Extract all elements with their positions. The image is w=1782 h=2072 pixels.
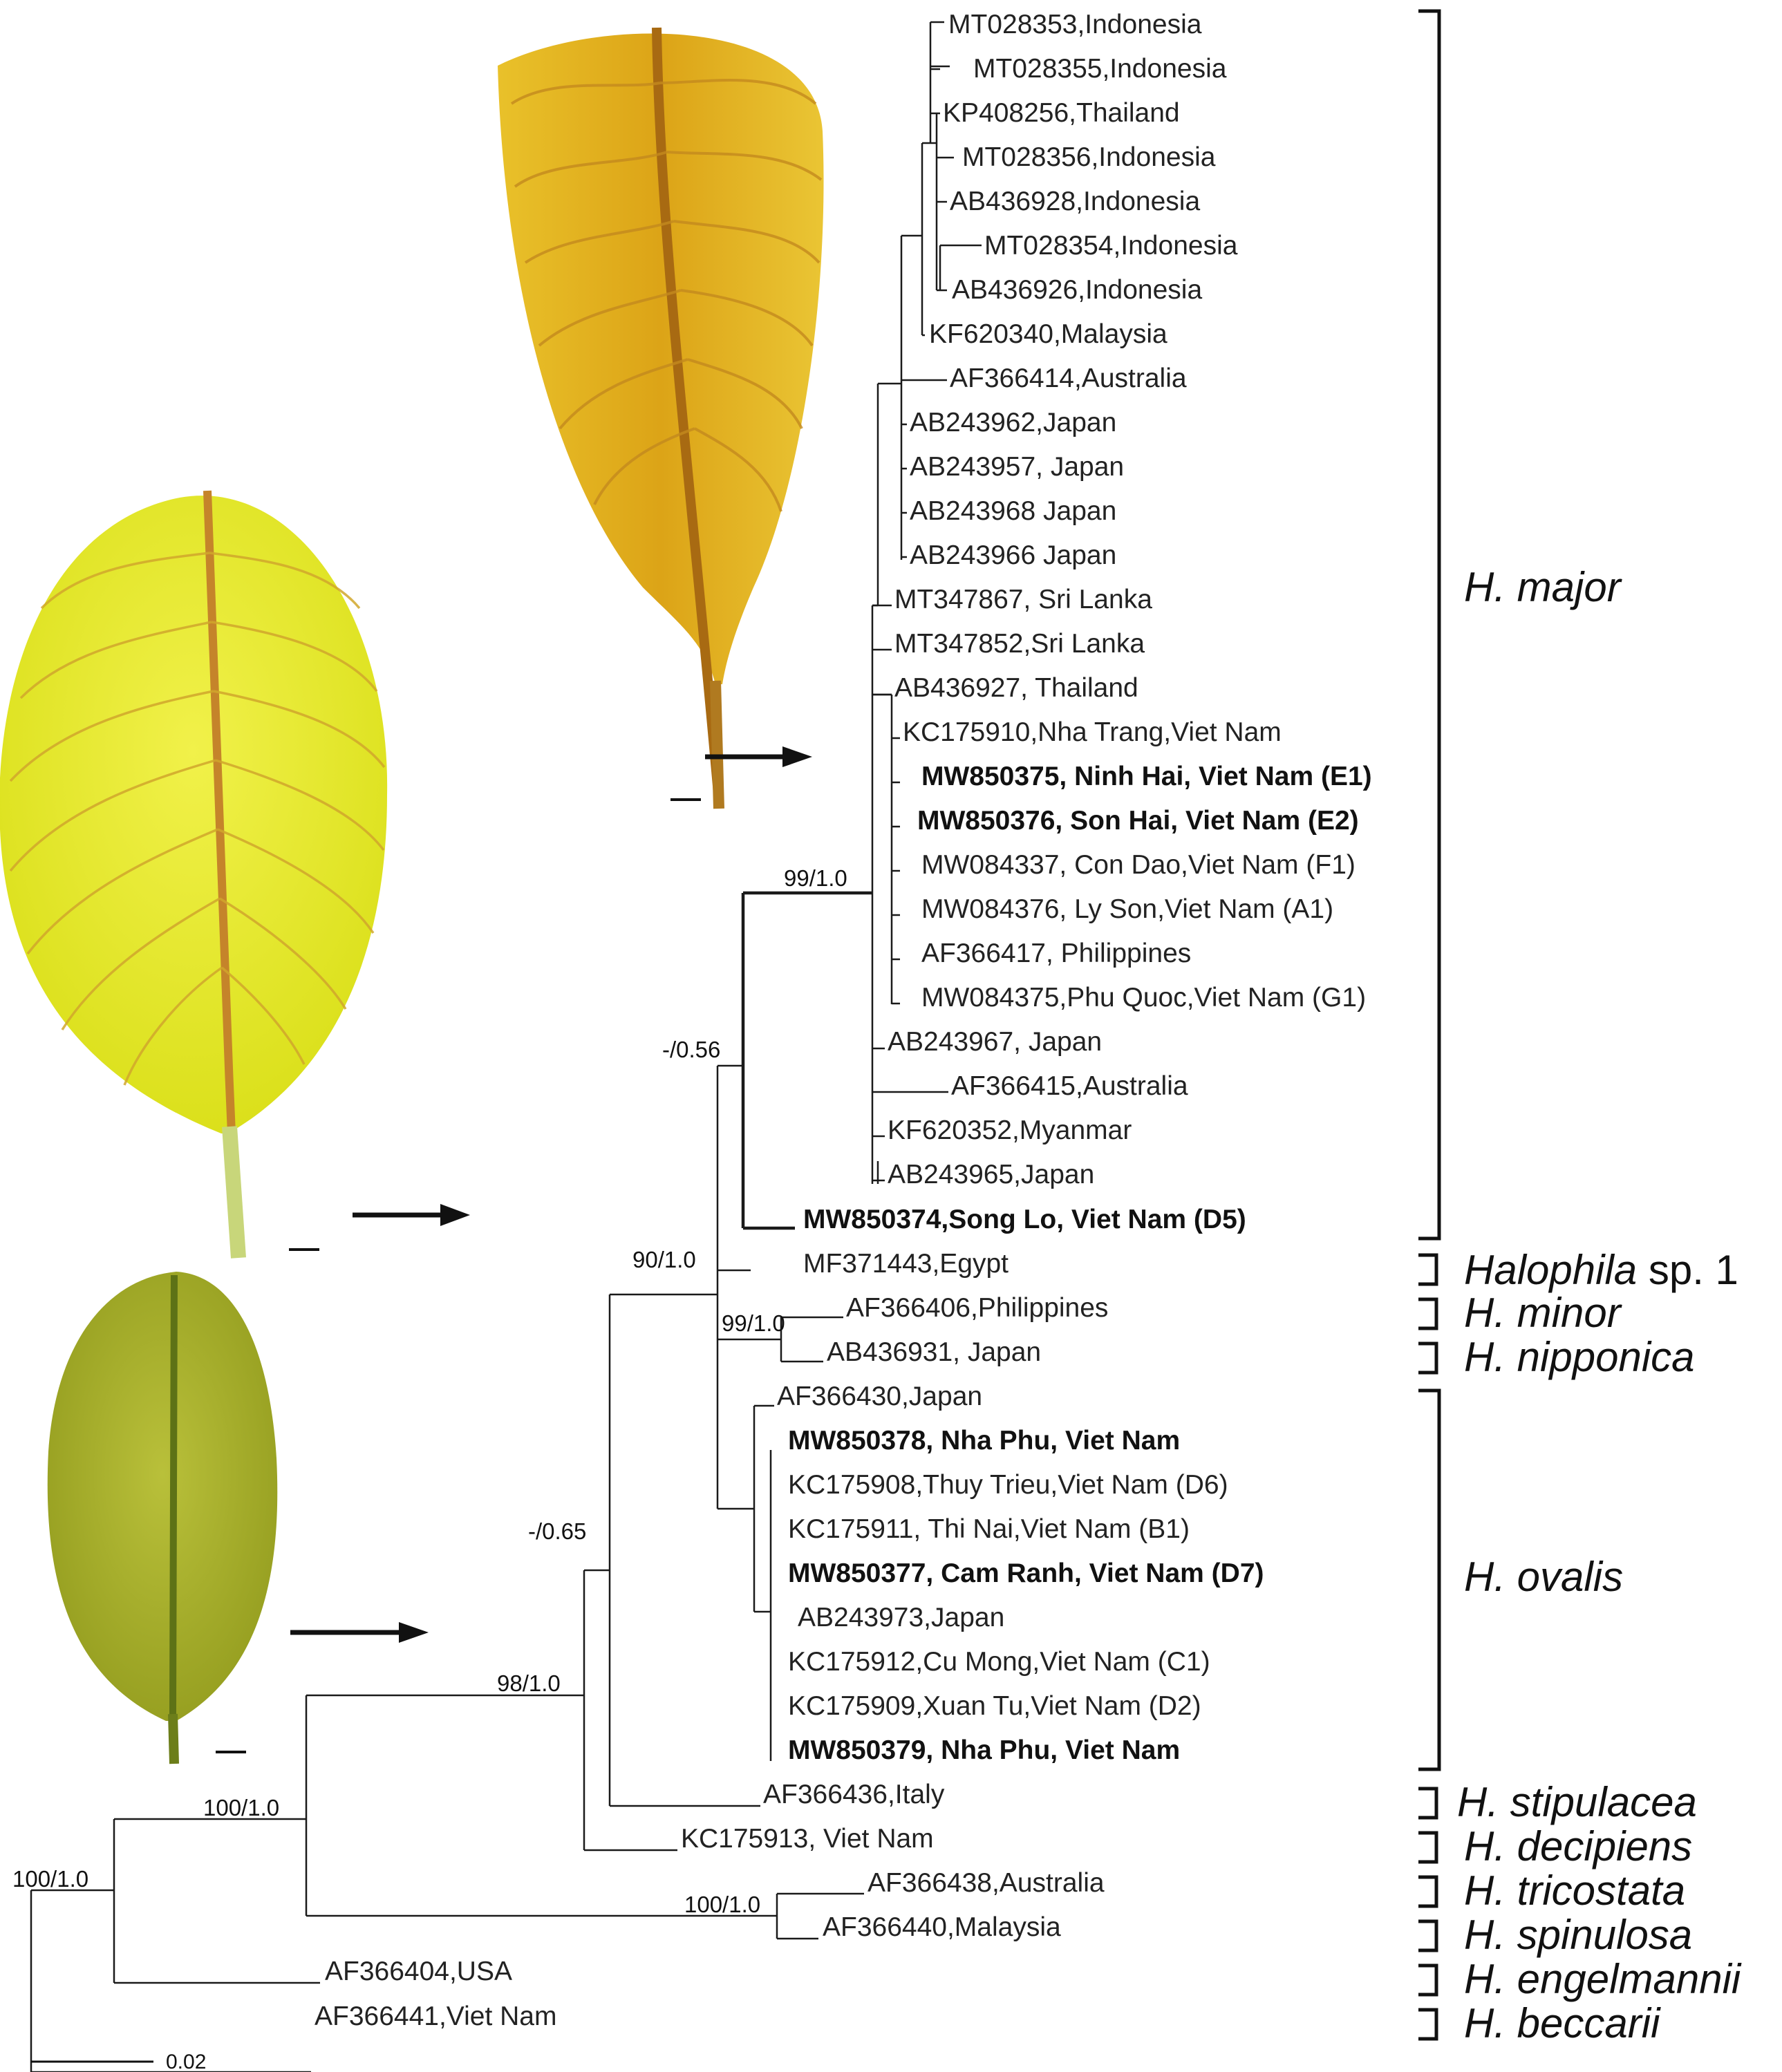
leaf-photo-bottom (47, 1272, 278, 1764)
species-label-engelmannii: H. engelmannii (1464, 1956, 1742, 2002)
support-value: 98/1.0 (497, 1670, 561, 1696)
species-label-beccarii: H. beccarii (1464, 2000, 1661, 2046)
support-values: 99/1.0 -/0.56 90/1.0 99/1.0 -/0.65 98/1.… (12, 865, 847, 1917)
tip-label: AB436927, Thailand (894, 673, 1138, 703)
support-value: 99/1.0 (722, 1310, 785, 1336)
tip-label: AB243962,Japan (910, 408, 1116, 437)
tip-label: AB436926,Indonesia (952, 275, 1202, 305)
tip-label: MT028356,Indonesia (962, 142, 1216, 172)
tip-label: MW850375, Ninh Hai, Viet Nam (E1) (921, 762, 1372, 791)
tip-label: KF620340,Malaysia (929, 319, 1167, 349)
leaf-photo-top (498, 27, 824, 809)
tip-label: AB243966 Japan (910, 540, 1116, 570)
tip-label: AF366415,Australia (951, 1071, 1188, 1101)
tip-label: MF371443,Egypt (803, 1249, 1009, 1279)
tip-label: AF366436,Italy (763, 1780, 945, 1809)
species-label-sp1: Halophila sp. 1 (1464, 1247, 1738, 1293)
tip-label: AF366406,Philippines (846, 1293, 1108, 1323)
tip-label: KC175913, Viet Nam (681, 1824, 934, 1854)
species-label-stipulacea: H. stipulacea (1457, 1779, 1697, 1825)
support-value: 90/1.0 (632, 1247, 696, 1272)
tip-label: AF366440,Malaysia (823, 1912, 1061, 1942)
tip-label: KC175908,Thuy Trieu,Viet Nam (D6) (788, 1470, 1228, 1500)
tip-label: AF366417, Philippines (921, 939, 1191, 968)
tip-label: MT028355,Indonesia (973, 54, 1227, 84)
species-labels: H. major Halophila sp. 1 H. minor H. nip… (1457, 564, 1742, 2046)
tree-branches (30, 21, 982, 2072)
tip-label: KF620352,Myanmar (888, 1115, 1132, 1145)
tip-label: KC175909,Xuan Tu,Viet Nam (D2) (788, 1691, 1201, 1721)
species-brackets (1418, 9, 1441, 2041)
tip-label: MW850377, Cam Ranh, Viet Nam (D7) (788, 1558, 1264, 1588)
species-label-nipponica: H. nipponica (1464, 1334, 1695, 1380)
tip-label: AB243967, Japan (888, 1027, 1102, 1057)
support-value: -/0.56 (662, 1037, 720, 1062)
support-value: 100/1.0 (12, 1866, 88, 1892)
tip-label: KC175910,Nha Trang,Viet Nam (903, 717, 1282, 747)
leaf-scale-bar-top (670, 798, 701, 801)
leaf-scale-bar-bottom (216, 1751, 246, 1753)
tip-label: AB243968 Japan (910, 496, 1116, 526)
species-label-sp1-genus: Halophila (1464, 1247, 1637, 1293)
species-label-tricostata: H. tricostata (1464, 1867, 1685, 1914)
tip-label: MW850374,Song Lo, Viet Nam (D5) (803, 1205, 1246, 1234)
tip-label: MT028354,Indonesia (984, 231, 1238, 261)
tip-label: MW850378, Nha Phu, Viet Nam (788, 1426, 1180, 1456)
tip-labels: MT028353,Indonesia MT028355,Indonesia KP… (315, 10, 1372, 2031)
tip-label: AB243965,Japan (888, 1160, 1094, 1189)
tip-label: AB436931, Japan (827, 1337, 1041, 1367)
tip-label: KC175911, Thi Nai,Viet Nam (B1) (788, 1514, 1190, 1544)
support-value: -/0.65 (528, 1518, 586, 1544)
tip-label: KP408256,Thailand (943, 98, 1180, 128)
tip-label: AF366441,Viet Nam (315, 2002, 557, 2031)
tip-label: AB436928,Indonesia (950, 187, 1200, 216)
tip-label: MW084375,Phu Quoc,Viet Nam (G1) (921, 983, 1366, 1013)
tip-label: MW084337, Con Dao,Viet Nam (F1) (921, 850, 1356, 880)
species-label-sp1-suffix: sp. 1 (1637, 1247, 1738, 1293)
tip-label: AF366438,Australia (867, 1868, 1105, 1898)
tip-label: AF366414,Australia (950, 364, 1187, 393)
leaf-photo-large (0, 490, 388, 1259)
tip-label: MW084376, Ly Son,Viet Nam (A1) (921, 894, 1333, 924)
species-label-decipiens: H. decipiens (1464, 1823, 1692, 1869)
tip-label: MT347852,Sri Lanka (894, 629, 1145, 659)
tip-label: MT028353,Indonesia (948, 10, 1202, 39)
tip-label: MW850379, Nha Phu, Viet Nam (788, 1735, 1180, 1765)
support-value: 100/1.0 (684, 1892, 760, 1917)
species-label-spinulosa: H. spinulosa (1464, 1912, 1692, 1958)
tip-label: MT347867, Sri Lanka (894, 585, 1152, 614)
tip-label: AF366404,USA (325, 1957, 512, 1986)
arrow-middle (353, 1204, 470, 1226)
species-label-major: H. major (1464, 564, 1622, 610)
scale-bar-label: 0.02 (166, 2051, 206, 2072)
support-value: 99/1.0 (784, 865, 847, 891)
species-label-ovalis: H. ovalis (1464, 1554, 1623, 1600)
tip-label: AB243957, Japan (910, 452, 1124, 482)
support-value: 100/1.0 (203, 1795, 279, 1820)
species-label-minor: H. minor (1464, 1290, 1622, 1336)
tip-label: MW850376, Son Hai, Viet Nam (E2) (917, 806, 1359, 836)
arrow-bottom (290, 1622, 429, 1643)
leaf-scale-bar-large (289, 1248, 319, 1251)
tip-label: KC175912,Cu Mong,Viet Nam (C1) (788, 1647, 1210, 1677)
tip-label: AB243973,Japan (798, 1603, 1004, 1632)
tip-label: AF366430,Japan (777, 1382, 982, 1411)
scale-bar: 0.02 (31, 2051, 206, 2072)
arrow-top (705, 746, 812, 767)
